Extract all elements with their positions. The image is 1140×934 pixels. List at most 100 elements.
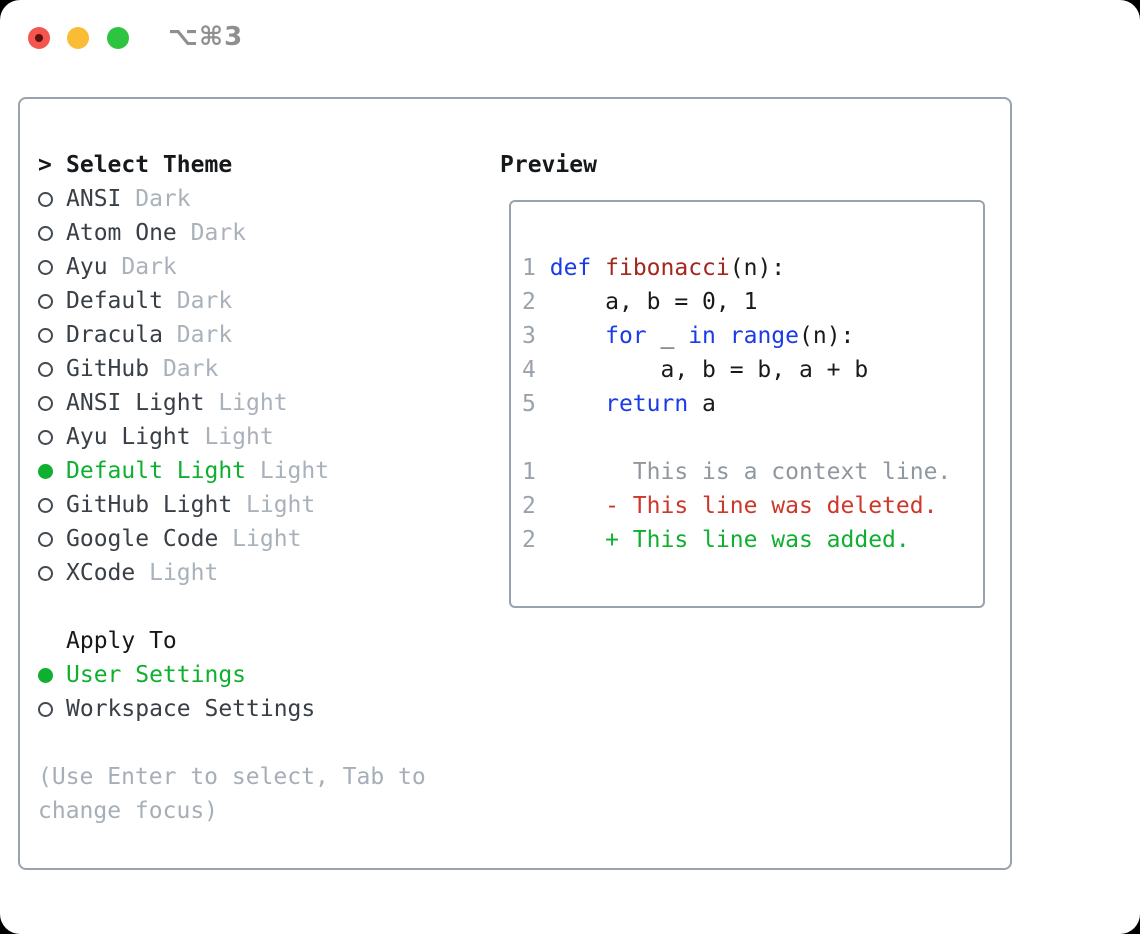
option-variant-label: Light — [218, 526, 302, 552]
line-number: 3 — [522, 323, 536, 349]
option-label: Atom One — [66, 220, 177, 246]
option-label: XCode — [66, 560, 136, 586]
option-variant-label: Light — [135, 560, 219, 586]
option-label: User Settings — [66, 662, 247, 688]
preview-line-added: 2 + This line was added. — [522, 523, 983, 557]
theme-option-github[interactable]: GitHub Dark — [38, 352, 426, 386]
option-variant-label: Dark — [162, 288, 233, 314]
option-variant-label: Light — [204, 390, 288, 416]
option-variant-label: Dark — [107, 254, 177, 280]
radio-unselected-icon — [38, 531, 53, 547]
preview-line-context: 1 This is a context line. — [522, 455, 983, 489]
titlebar: ⌥⌘3 — [0, 0, 1140, 80]
line-number: 1 — [522, 459, 536, 485]
radio-unselected-icon — [38, 395, 53, 411]
code-token — [536, 255, 550, 281]
help-text-line: (Use Enter to select, Tab to — [38, 764, 426, 790]
option-variant-label: Light — [232, 492, 316, 518]
code-token — [536, 391, 605, 417]
line-number: 5 — [522, 391, 536, 417]
code-token: a, b = b, a + b — [535, 357, 869, 383]
option-label: Default — [66, 288, 163, 314]
radio-unselected-icon — [38, 701, 53, 717]
option-label: Default Light — [66, 458, 247, 484]
line-number: 1 — [522, 255, 536, 281]
theme-option-xcode[interactable]: XCode Light — [38, 556, 426, 590]
theme-option-ansi-light[interactable]: ANSI Light Light — [38, 386, 426, 420]
code-token: (n): — [729, 255, 786, 281]
theme-option-google-code[interactable]: Google Code Light — [38, 522, 426, 556]
option-variant-label: Dark — [176, 220, 247, 246]
option-label: ANSI Light — [66, 390, 205, 416]
minimize-button[interactable] — [67, 27, 89, 49]
code-token: - This line was deleted. — [535, 493, 938, 519]
option-variant-label: Dark — [162, 322, 233, 348]
theme-option-default-light[interactable]: Default Light Light — [38, 454, 426, 488]
line-number: 2 — [522, 527, 536, 553]
option-variant-label: Dark — [121, 186, 191, 212]
preview-line-blank — [522, 421, 983, 455]
theme-option-github-light[interactable]: GitHub Light Light — [38, 488, 426, 522]
code-token: (n): — [799, 323, 855, 349]
option-label: ANSI — [66, 186, 122, 212]
radio-unselected-icon — [38, 497, 53, 513]
line-number: 2 — [522, 493, 536, 519]
zoom-button[interactable] — [107, 27, 129, 49]
apply-option-workspace-settings[interactable]: Workspace Settings — [38, 692, 426, 726]
spacer — [38, 590, 426, 624]
radio-unselected-icon — [38, 429, 53, 445]
radio-unselected-icon — [38, 259, 53, 275]
preview-line-code: 1 def fibonacci(n): — [522, 251, 983, 285]
option-label: Dracula — [66, 322, 163, 348]
preview-line-code: 3 for _ in range(n): — [522, 319, 983, 353]
spacer — [38, 726, 426, 760]
code-token: return — [605, 391, 689, 417]
theme-option-ayu-light[interactable]: Ayu Light Light — [38, 420, 426, 454]
theme-option-default[interactable]: Default Dark — [38, 284, 426, 318]
code-token: fibonacci — [605, 255, 730, 281]
select-theme-header: >Select Theme — [38, 148, 426, 182]
code-token: a, b = 0, 1 — [535, 289, 758, 315]
radio-unselected-icon — [38, 225, 53, 241]
code-token: + This line was added. — [535, 527, 910, 553]
radio-unselected-icon — [38, 361, 53, 377]
theme-option-atom-one[interactable]: Atom One Dark — [38, 216, 426, 250]
option-label: Ayu — [66, 254, 108, 280]
theme-option-ansi[interactable]: ANSI Dark — [38, 182, 426, 216]
close-button[interactable] — [28, 27, 50, 49]
option-label: Ayu Light — [66, 424, 191, 450]
line-number: 2 — [522, 289, 536, 315]
radio-unselected-icon — [38, 565, 53, 581]
preview-title: Preview — [500, 152, 597, 178]
radio-selected-icon — [38, 463, 53, 479]
line-number: 4 — [522, 357, 536, 383]
keyboard-shortcut-label: ⌥⌘3 — [168, 22, 244, 52]
radio-unselected-icon — [38, 293, 53, 309]
theme-option-ayu[interactable]: Ayu Dark — [38, 250, 426, 284]
radio-unselected-icon — [38, 327, 53, 343]
option-label: Workspace Settings — [66, 696, 316, 722]
focus-prompt-icon: > — [38, 152, 52, 178]
code-token: in — [688, 323, 716, 349]
apply-to-header: Apply To — [38, 624, 426, 658]
preview-line-deleted: 2 - This line was deleted. — [522, 489, 983, 523]
option-variant-label: Light — [246, 458, 330, 484]
code-token: def — [549, 255, 592, 281]
apply-option-user-settings[interactable]: User Settings — [38, 658, 426, 692]
apply-to-title: Apply To — [66, 628, 177, 654]
theme-option-dracula[interactable]: Dracula Dark — [38, 318, 426, 352]
radio-selected-icon — [38, 667, 53, 683]
preview-line-code: 2 a, b = 0, 1 — [522, 285, 983, 319]
option-label: GitHub Light — [66, 492, 233, 518]
option-label: Google Code — [66, 526, 219, 552]
code-token — [716, 323, 730, 349]
code-token: This is a context line. — [535, 459, 952, 485]
